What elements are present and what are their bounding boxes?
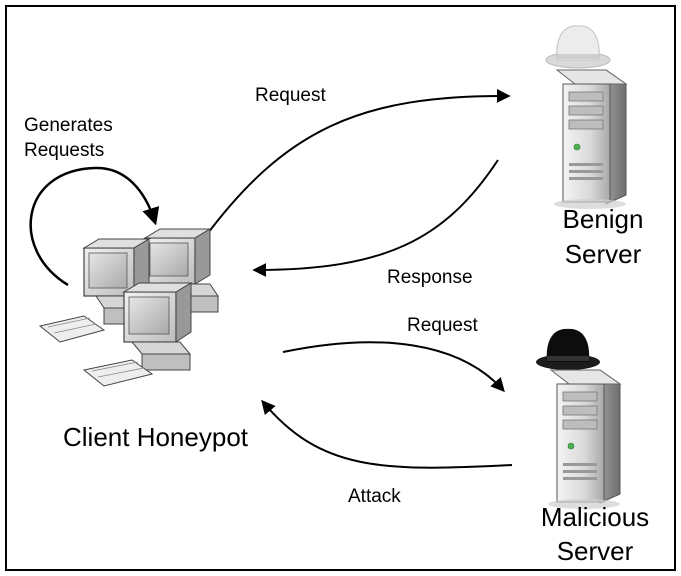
generates-requests-label-line2: Requests [24, 140, 105, 161]
benign-server-label-line1: Benign [562, 204, 644, 234]
malicious-server-label-line1: Malicious [540, 502, 650, 532]
benign-server-icon [554, 69, 628, 209]
edge-self-loop [29, 166, 160, 287]
client-honeypot-label: Client Honeypot [63, 422, 248, 452]
diagram-border [5, 5, 676, 571]
edge-label-request-benign: Request [255, 85, 326, 106]
computer-front [82, 282, 193, 387]
edge-label-attack: Attack [348, 486, 401, 507]
edge-attack-from-malicious [261, 399, 513, 469]
edge-label-response: Response [387, 267, 473, 288]
white-hat-icon [545, 25, 611, 69]
edge-label-request-malicious: Request [407, 315, 478, 336]
client-computers-icon [38, 228, 219, 387]
black-hat-icon [536, 328, 600, 370]
benign-server-label-line2: Server [564, 239, 642, 269]
malicious-server-icon [548, 369, 622, 509]
edge-request-to-benign [204, 88, 511, 238]
generates-requests-label-line1: Generates [24, 115, 113, 136]
edge-response-from-benign [252, 159, 499, 277]
malicious-server-label-line2: Server [556, 536, 634, 566]
edge-request-to-malicious [282, 341, 505, 393]
